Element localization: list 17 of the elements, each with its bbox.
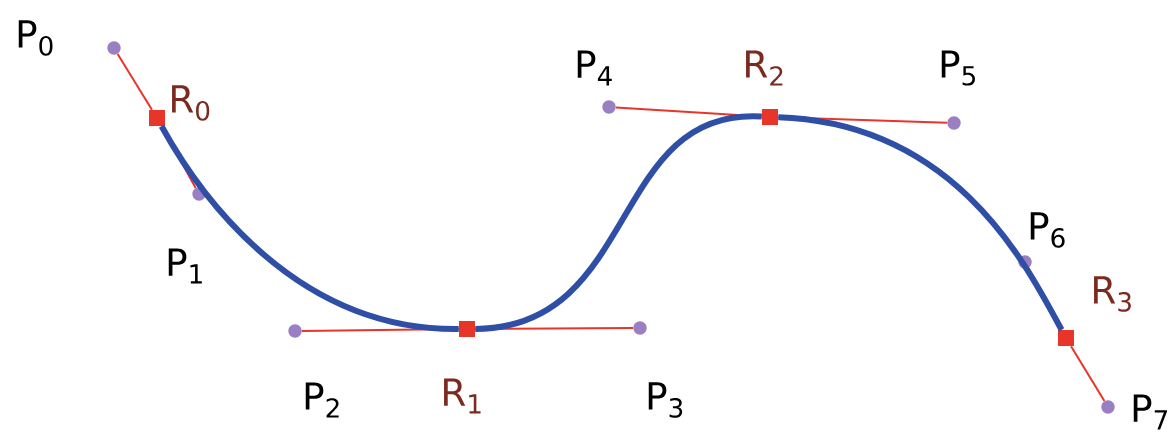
curve xyxy=(159,124,459,333)
point-label: P$_{1}$ xyxy=(168,248,202,284)
curve xyxy=(474,113,762,332)
tangent-line xyxy=(1070,345,1106,403)
point-label: P$_{3}$ xyxy=(648,382,683,418)
point-label: R$_{1}$ xyxy=(444,378,481,414)
tangent-line xyxy=(116,52,153,111)
point-label: P$_{4}$ xyxy=(577,50,612,86)
point-label: R$_{0}$ xyxy=(172,85,210,121)
point-label: R$_{3}$ xyxy=(1094,276,1131,312)
point-label: P$_{2}$ xyxy=(305,382,339,418)
point-label: P$_{0}$ xyxy=(18,20,53,56)
point-label: R$_{2}$ xyxy=(746,50,783,86)
curve xyxy=(777,114,1065,332)
point-label: P$_{7}$ xyxy=(1133,394,1167,430)
point-label: P$_{6}$ xyxy=(1030,212,1065,248)
point-label: P$_{5}$ xyxy=(941,50,975,86)
